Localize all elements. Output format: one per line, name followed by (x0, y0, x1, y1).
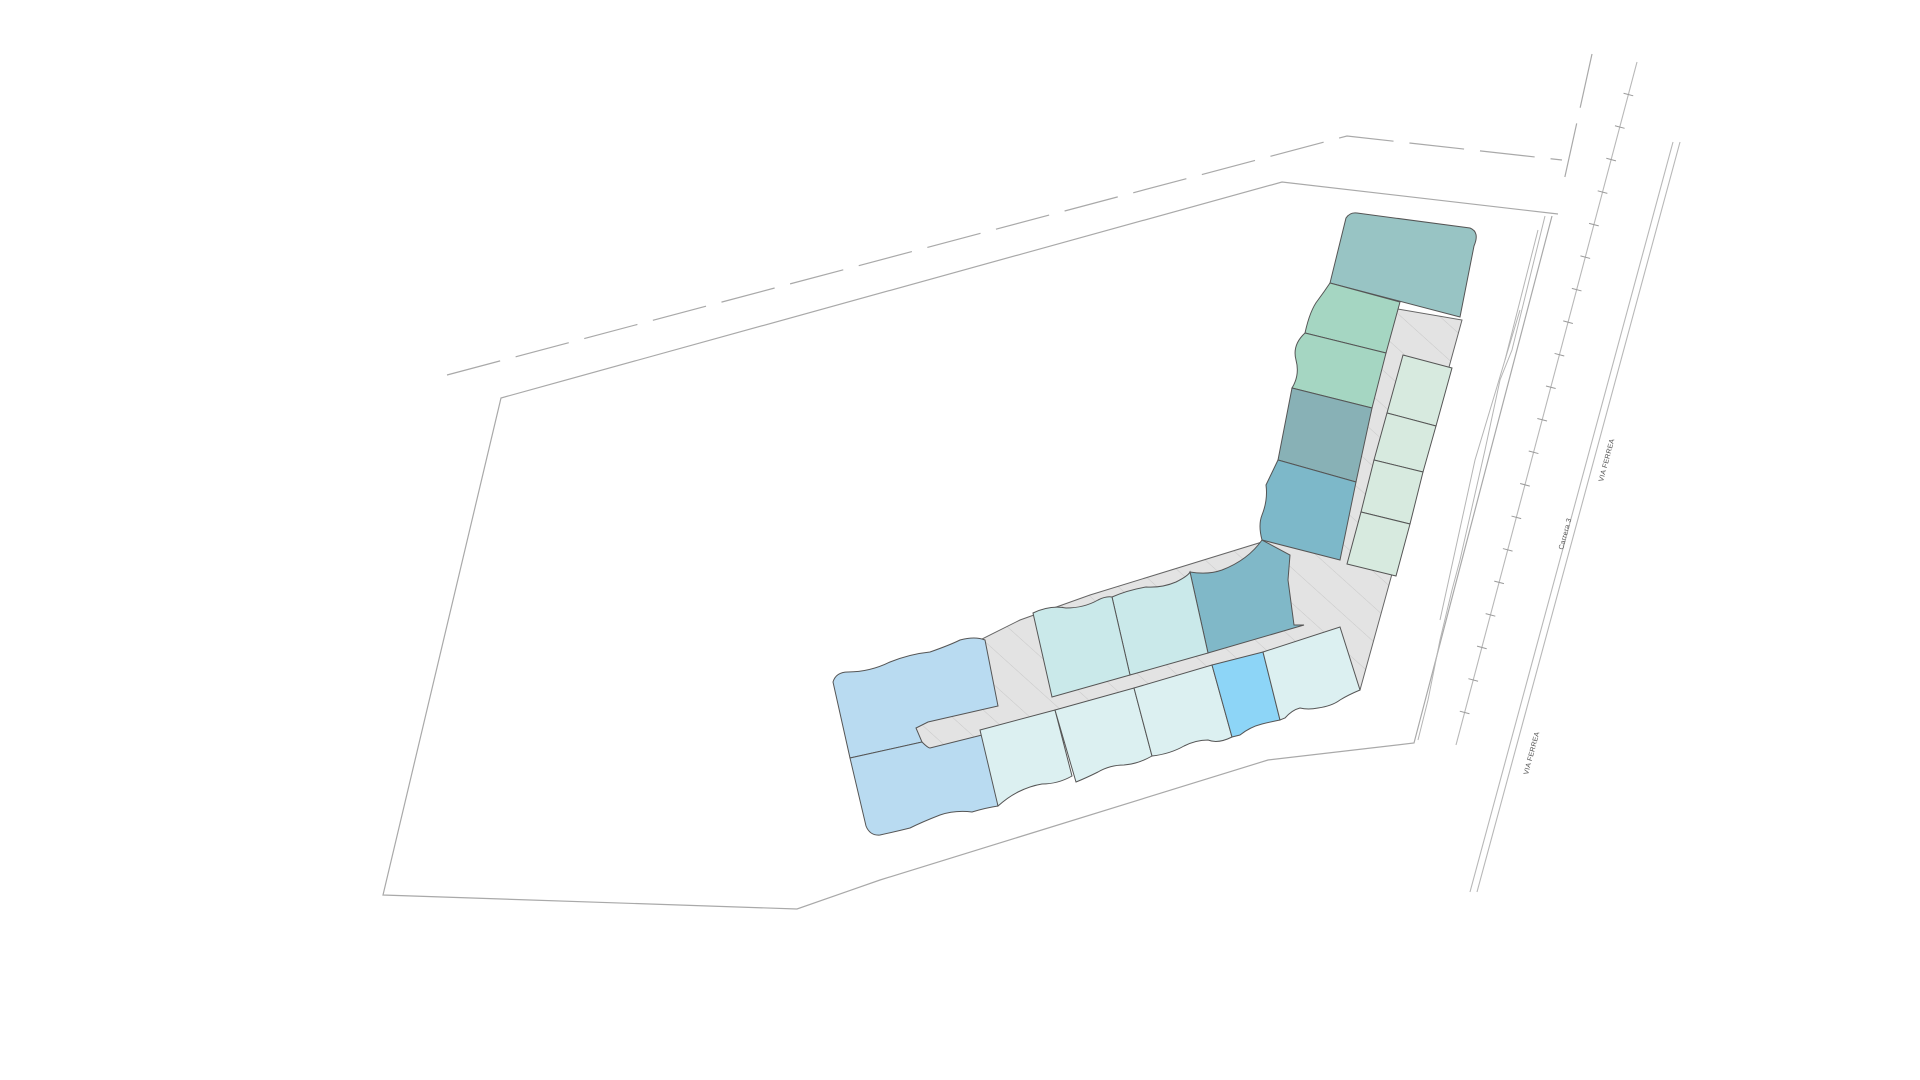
unit-west-blue-a[interactable] (832, 637, 999, 759)
street-tick (1580, 255, 1591, 259)
street-tick (1554, 352, 1565, 357)
street-tick (1545, 385, 1556, 390)
unit-south-pale-d[interactable] (1262, 626, 1361, 721)
street-tick (1511, 515, 1522, 520)
road-edge-1 (1417, 215, 1546, 741)
street-tick (1597, 190, 1608, 194)
street-tick (1485, 613, 1496, 617)
street-tick (1537, 417, 1548, 422)
street-tick (1502, 548, 1513, 552)
rail-label-south: VIA FERREA (1523, 731, 1541, 776)
street-tick (1606, 157, 1617, 162)
street-tick (1476, 645, 1487, 650)
street-tick (1519, 483, 1530, 487)
outer-property-line-east (1561, 53, 1593, 191)
street-tick (1468, 678, 1479, 682)
outer-property-line (446, 135, 1563, 376)
street-carrera-3 (1455, 61, 1638, 746)
street-tick (1623, 92, 1634, 97)
unit-north-end[interactable] (1329, 212, 1477, 318)
lot-boundary (382, 181, 1559, 910)
road-edge-2 (1504, 229, 1539, 361)
street-tick (1528, 450, 1539, 455)
street-tick (1588, 222, 1599, 227)
unit-corner-teal[interactable] (1189, 539, 1305, 654)
unit-middle-cyan-a[interactable] (1111, 570, 1209, 676)
street-tick (1571, 287, 1582, 292)
rail-label-east: VIA FERREA (1598, 438, 1616, 483)
unit-west-blue-b[interactable] (849, 732, 999, 836)
street-tick (1459, 710, 1470, 715)
unit-middle-cyan-b[interactable] (1032, 596, 1131, 698)
street-tick (1614, 125, 1625, 129)
unit-south-bright[interactable] (1211, 651, 1281, 738)
rail-line-a (1469, 141, 1674, 893)
unit-south-pale-a[interactable] (979, 709, 1073, 807)
unit-south-pale-c[interactable] (1133, 664, 1233, 757)
street-tick (1494, 580, 1505, 585)
unit-south-pale-b[interactable] (1054, 687, 1153, 783)
street-tick (1563, 320, 1574, 324)
rail-line-b (1476, 141, 1681, 893)
road-edge-3 (1439, 309, 1521, 621)
unit-east-mint-d[interactable] (1346, 511, 1411, 577)
